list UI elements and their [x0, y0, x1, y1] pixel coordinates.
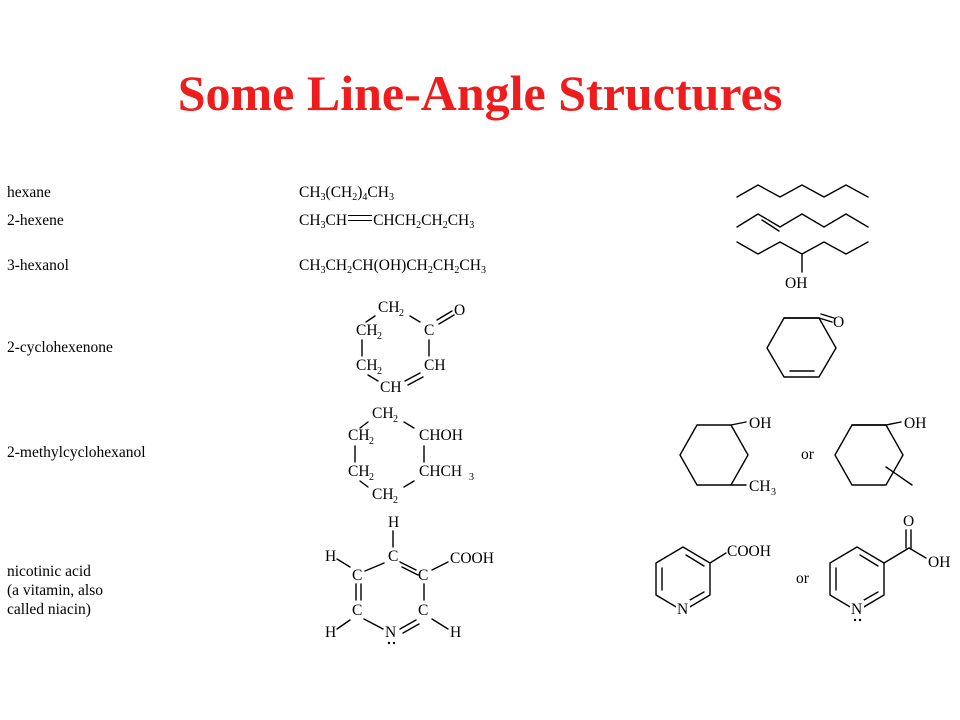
name-nicotinic-acid: nicotinic acid — [7, 563, 91, 580]
svg-text:C: C — [352, 602, 362, 619]
svg-text:2: 2 — [377, 331, 382, 342]
methylcyclohexanol-1-oh-label: OH — [749, 415, 771, 432]
svg-text:H: H — [450, 624, 461, 641]
hexene-double-bond — [761, 219, 780, 232]
methylcyclohexanol-ring-1 — [679, 424, 749, 486]
slide-title: Some Line-Angle Structures — [177, 65, 783, 121]
methylcyclohexanol-1-ch3-label: CH — [749, 478, 771, 495]
svg-text:CHOH: CHOH — [419, 427, 463, 444]
cyclohexenone-o-label: O — [833, 314, 844, 331]
nicotinic-2-carboxyl-bond — [883, 547, 910, 564]
methylcyclohexanol-2-oh-bond — [885, 421, 902, 426]
nicotinic-1-cooh-bond — [709, 552, 727, 564]
methylcyclohexanol-ring-2 — [834, 424, 904, 486]
svg-text:O: O — [454, 302, 465, 319]
svg-text:CH: CH — [372, 405, 394, 422]
svg-text:CH: CH — [424, 357, 446, 374]
svg-text:H: H — [325, 548, 336, 565]
nicotinic-2-inner-bond-b — [863, 591, 879, 601]
svg-text:H: H — [388, 514, 399, 531]
nicotinic-1-inner-bond-a — [685, 554, 705, 567]
methylcyclohexanol-2-oh-label: OH — [904, 415, 926, 432]
svg-text:H: H — [325, 624, 336, 641]
svg-text:C: C — [424, 322, 434, 339]
lone-pair-dot — [392, 641, 396, 645]
cyclohexenone-co-bond-1 — [818, 317, 833, 323]
svg-text:CH: CH — [378, 299, 400, 316]
svg-text:2: 2 — [393, 495, 398, 506]
name-2-cyclohexenone: 2-cyclohexenone — [7, 339, 113, 356]
name-nicotinic-note: (a vitamin, also — [7, 582, 103, 599]
methylcyclohexanol-or: or — [801, 446, 815, 463]
methylcyclohexanol-1-ch3-sub: 3 — [771, 487, 776, 498]
svg-text:2: 2 — [369, 436, 374, 447]
name-nicotinic-niacin: called niacin) — [7, 601, 91, 618]
svg-text:CH: CH — [348, 463, 370, 480]
hexanol-oh-label: OH — [785, 275, 807, 292]
nicotinic-2-inner-bond-a — [859, 554, 879, 567]
nicotinic-2-o-label: O — [903, 513, 914, 530]
nicotinic-2-oh-label: OH — [928, 554, 950, 571]
formula-3-hexanol: CH3CH2CH(OH)CH2CH2CH3 — [299, 257, 486, 276]
svg-text:3: 3 — [469, 472, 474, 483]
double-bond — [348, 215, 373, 221]
svg-text:2: 2 — [369, 472, 374, 483]
svg-text:2: 2 — [393, 414, 398, 425]
nicotinic-expanded: H C H C C COOH C C H H N — [325, 514, 494, 645]
svg-text:2: 2 — [399, 308, 404, 319]
methylcyclohexanol-1-oh-bond — [730, 421, 747, 426]
name-2-methylcyclohexanol: 2-methylcyclohexanol — [7, 444, 146, 461]
nicotinic-2-n-label: N — [851, 601, 862, 618]
svg-text:C: C — [352, 567, 362, 584]
methylcyclohexanol-2-methyl-bond — [885, 466, 913, 486]
lone-pair-dot — [387, 641, 391, 645]
cyclohexenone-co-bond-2 — [820, 313, 835, 319]
lone-pair-dot — [853, 618, 857, 622]
svg-text:CH: CH — [348, 427, 370, 444]
formula-hexane: CH3(CH2)4CH3 — [299, 184, 394, 203]
svg-text:CH: CH — [372, 486, 394, 503]
svg-text:N: N — [385, 624, 396, 641]
name-2-hexene: 2-hexene — [7, 212, 64, 229]
nicotinic-1-inner-bond-b — [689, 591, 705, 601]
name-hexane: hexane — [7, 184, 51, 201]
svg-text:CH: CH — [380, 379, 402, 396]
hexane-skeleton — [736, 184, 869, 198]
nicotinic-1-cooh-label: COOH — [727, 543, 771, 560]
name-3-hexanol: 3-hexanol — [7, 257, 69, 274]
svg-text:2: 2 — [377, 366, 382, 377]
nicotinic-or: or — [796, 570, 810, 587]
cyclohexenone-ring — [766, 317, 837, 378]
nicotinic-2-coh-bond — [908, 547, 927, 559]
svg-text:CH: CH — [356, 357, 378, 374]
nicotinic-1-n-label: N — [677, 601, 688, 618]
hexanol-skeleton — [736, 241, 869, 255]
svg-text:CH: CH — [356, 322, 378, 339]
svg-text:COOH: COOH — [450, 550, 494, 567]
lone-pair-dot — [858, 618, 862, 622]
svg-text:CHCH: CHCH — [419, 463, 462, 480]
hexene-skeleton — [736, 213, 869, 228]
svg-text:C: C — [418, 602, 428, 619]
svg-text:C: C — [418, 567, 428, 584]
svg-text:C: C — [388, 548, 398, 565]
